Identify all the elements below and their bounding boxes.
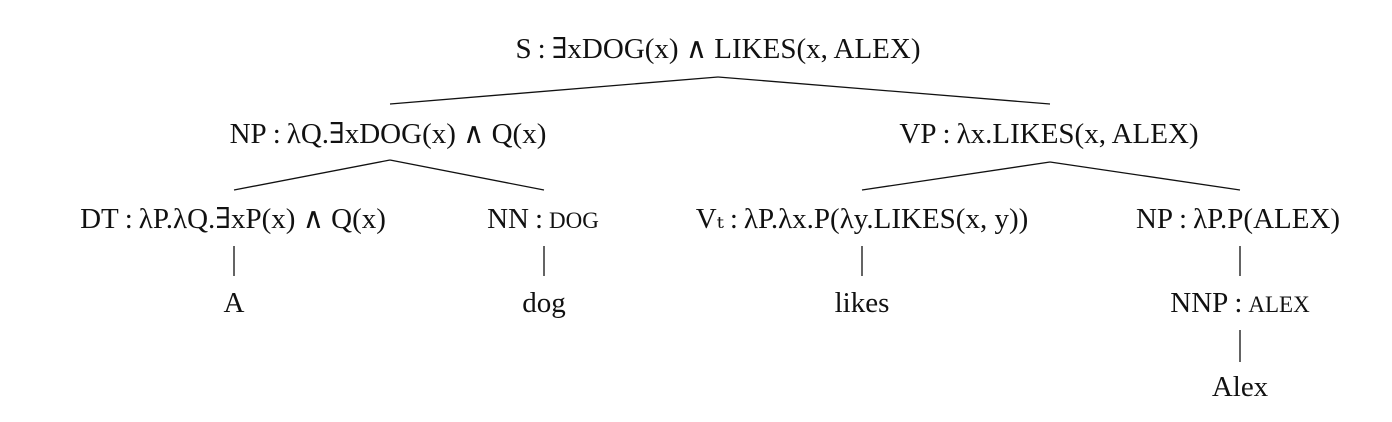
node-separator: : <box>534 203 544 235</box>
node-label: NN <box>487 203 529 235</box>
node-separator: : <box>1179 203 1188 235</box>
node-separator: : <box>1234 287 1243 319</box>
node-separator: : <box>537 33 546 65</box>
word-a: A <box>223 287 245 319</box>
node-semantics: ∃xDOG(x) ∧ LIKES(x, ALEX) <box>551 33 921 65</box>
word-likes: likes <box>834 287 890 319</box>
word-alex: Alex <box>1211 371 1269 403</box>
edge-vp-np <box>1049 161 1241 191</box>
word-dog: dog <box>522 287 566 319</box>
node-semantics: λP.λx.P(λy.LIKES(x, y)) <box>743 203 1029 235</box>
edge-vp-vt <box>861 161 1051 191</box>
node-separator: : <box>124 203 133 235</box>
node-separator: : <box>942 118 951 150</box>
node-semantics: λx.LIKES(x, ALEX) <box>956 118 1199 150</box>
node-semantics: λQ.∃xDOG(x) ∧ Q(x) <box>286 118 547 150</box>
node-label: S <box>515 33 532 65</box>
node-np-subject: NP:λQ.∃xDOG(x) ∧ Q(x) <box>230 116 547 152</box>
node-semantics: λP.P(ALEX) <box>1193 203 1341 235</box>
node-label: NNP <box>1170 287 1229 319</box>
node-s: S:∃xDOG(x) ∧ LIKES(x, ALEX) <box>516 31 921 67</box>
node-nnp: NNP:ALEX <box>1170 285 1309 323</box>
node-vt: Vₜ:λP.λx.P(λy.LIKES(x, y)) <box>696 201 1029 237</box>
node-semantics: λP.λQ.∃xP(x) ∧ Q(x) <box>138 203 386 235</box>
node-semantics: ALEX <box>1248 292 1310 317</box>
edge-s-np <box>389 76 719 105</box>
node-np-object: NP:λP.P(ALEX) <box>1136 201 1340 237</box>
edge-s-vp <box>717 76 1051 105</box>
node-label: DT <box>80 203 119 235</box>
node-separator: : <box>729 203 738 235</box>
node-label: VP <box>899 118 937 150</box>
node-label: NP <box>1135 203 1174 235</box>
edge-np-nn <box>389 159 545 191</box>
node-semantics: DOG <box>549 208 599 233</box>
node-dt: DT:λP.λQ.∃xP(x) ∧ Q(x) <box>80 201 386 237</box>
node-separator: : <box>272 118 281 150</box>
node-label: NP <box>229 118 267 150</box>
edge-np-dt <box>233 159 391 191</box>
node-nn: NN:DOG <box>487 201 599 239</box>
node-vp: VP:λx.LIKES(x, ALEX) <box>899 116 1198 152</box>
node-label: Vₜ <box>695 203 724 235</box>
